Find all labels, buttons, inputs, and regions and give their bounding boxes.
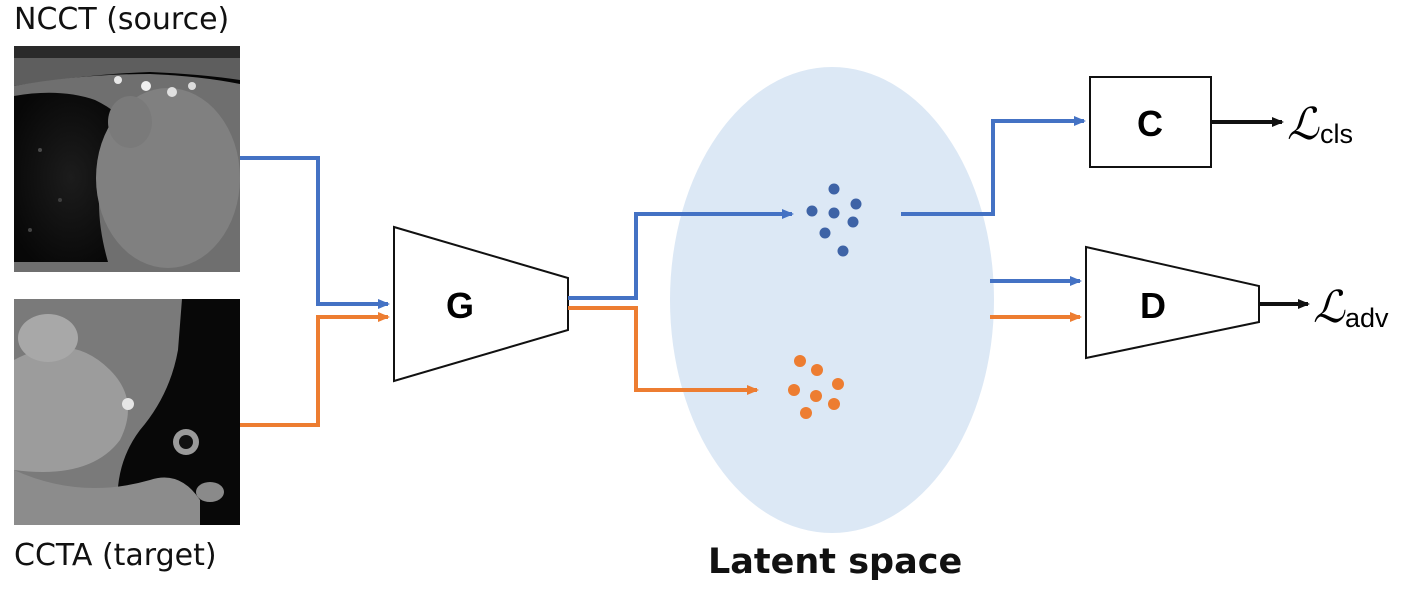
target-feature-cluster [788,355,844,419]
target-feature-dot [811,364,823,376]
source-feature-dot [806,205,818,217]
source-feature-dot [847,216,859,228]
discriminator-block [1085,245,1260,360]
target-feature-dot [800,407,812,419]
ccta-slice-image [14,299,240,525]
target-feature-dot [828,398,840,410]
latent-space-label: Latent space [708,542,963,582]
loss-adv-symbol: ℒ [1313,283,1346,332]
target-to-g-arrow [240,312,390,427]
source-image-label: NCCT (source) [14,2,230,37]
loss-adv-subscript: adv [1345,303,1389,333]
source-feature-dot [828,207,840,219]
source-feature-dot [819,227,831,239]
latent-space-region [670,67,994,533]
source-to-g-arrow [240,156,390,309]
target-feature-dot [810,390,822,402]
loss-cls-subscript: cls [1320,119,1353,149]
source-feature-dot [837,245,849,257]
target-feature-dot [832,378,844,390]
target-image-label: CCTA (target) [14,538,217,573]
target-feature-dot [794,355,806,367]
latent-to-c-arrow [901,116,1086,216]
source-feature-dot [850,198,862,210]
discriminator-label: D [1140,285,1166,326]
generator-block [393,225,569,383]
g-to-target-features-arrow [568,306,759,395]
source-feature-dot [828,183,840,195]
loss-cls-symbol: ℒ [1287,100,1320,149]
classifier-label: C [1137,103,1163,144]
g-to-source-features-arrow [568,209,794,300]
generator-label: G [446,285,474,326]
classifier-block [1089,76,1212,168]
ncct-slice-image [14,46,240,272]
target-feature-dot [788,384,800,396]
source-feature-cluster [806,183,862,257]
